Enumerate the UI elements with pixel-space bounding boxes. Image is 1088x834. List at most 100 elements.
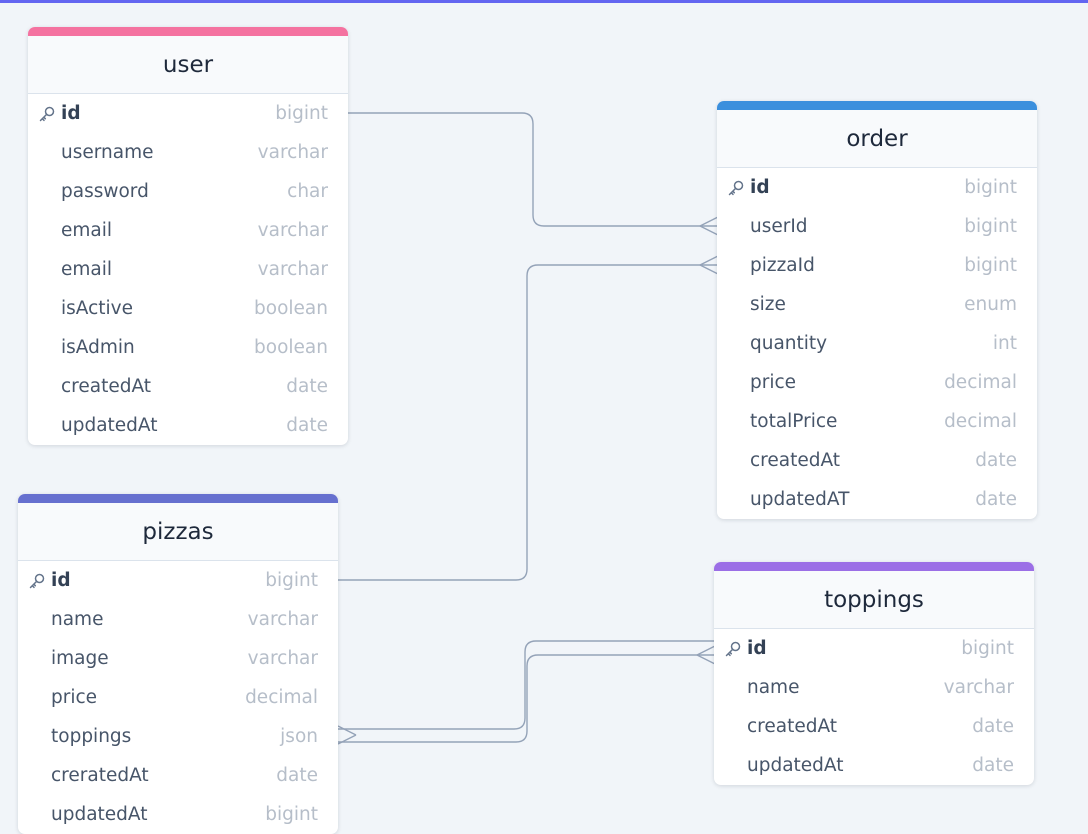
column-type: bigint xyxy=(275,103,328,124)
column-row-toppings-name[interactable]: name varchar xyxy=(714,668,1034,707)
column-type: date xyxy=(972,755,1014,776)
column-row-toppings-updatedat[interactable]: updatedAt date xyxy=(714,746,1034,785)
column-name: price xyxy=(51,687,98,708)
column-name: name xyxy=(747,677,800,698)
column-type: decimal xyxy=(944,411,1017,432)
column-type: bigint xyxy=(964,177,1017,198)
column-type: varchar xyxy=(257,142,328,163)
column-name: id xyxy=(750,177,770,198)
column-row-pizzas-updatedat[interactable]: updatedAt bigint xyxy=(18,795,338,834)
column-row-user-email[interactable]: email varchar xyxy=(28,211,348,250)
key-icon xyxy=(727,179,745,197)
column-type: bigint xyxy=(265,570,318,591)
column-type: varchar xyxy=(943,677,1014,698)
column-type: varchar xyxy=(257,259,328,280)
column-row-toppings-createdat[interactable]: createdAt date xyxy=(714,707,1034,746)
key-icon xyxy=(38,105,56,123)
column-name: email xyxy=(61,220,113,241)
relation-line-toppings-pizzas-b xyxy=(338,654,715,743)
table-accent-bar xyxy=(717,101,1037,110)
column-type: date xyxy=(286,415,328,436)
column-row-order-id[interactable]: id bigint xyxy=(717,168,1037,207)
table-accent-bar xyxy=(18,494,338,503)
column-name: updatedAT xyxy=(750,489,850,510)
column-row-order-totalprice[interactable]: totalPrice decimal xyxy=(717,402,1037,441)
table-title[interactable]: order xyxy=(717,110,1037,168)
column-name: createdAt xyxy=(747,716,838,737)
column-type: date xyxy=(975,450,1017,471)
column-type: char xyxy=(287,181,328,202)
column-type: varchar xyxy=(247,609,318,630)
column-type: bigint xyxy=(964,255,1017,276)
column-name: isActive xyxy=(61,298,134,319)
column-row-order-price[interactable]: price decimal xyxy=(717,363,1037,402)
crow-foot-toppings-id xyxy=(696,645,716,665)
column-type: bigint xyxy=(265,804,318,825)
column-name: createdAt xyxy=(61,376,152,397)
table-title[interactable]: user xyxy=(28,36,348,94)
column-type: date xyxy=(276,765,318,786)
crow-foot-order-pizzaid xyxy=(699,255,719,275)
crow-foot-order-userid xyxy=(699,216,719,236)
column-type: decimal xyxy=(245,687,318,708)
column-name: createdAt xyxy=(750,450,841,471)
table-title[interactable]: pizzas xyxy=(18,503,338,561)
column-name: isAdmin xyxy=(61,337,135,358)
column-name: creratedAt xyxy=(51,765,149,786)
column-name: id xyxy=(747,638,767,659)
column-type: int xyxy=(992,333,1017,354)
column-name: id xyxy=(51,570,71,591)
table-accent-bar xyxy=(28,27,348,36)
key-icon xyxy=(28,572,46,590)
column-row-pizzas-id[interactable]: id bigint xyxy=(18,561,338,600)
table-title[interactable]: toppings xyxy=(714,571,1034,629)
column-row-order-quantity[interactable]: quantity int xyxy=(717,324,1037,363)
table-accent-bar xyxy=(714,562,1034,571)
column-row-pizzas-price[interactable]: price decimal xyxy=(18,678,338,717)
column-row-user-createdat[interactable]: createdAt date xyxy=(28,367,348,406)
column-row-user-password[interactable]: password char xyxy=(28,172,348,211)
column-type: varchar xyxy=(247,648,318,669)
key-icon xyxy=(724,640,742,658)
column-type: date xyxy=(975,489,1017,510)
column-name: price xyxy=(750,372,797,393)
crow-foot-pizzas-toppings xyxy=(337,725,357,745)
column-row-order-updatedat[interactable]: updatedAT date xyxy=(717,480,1037,519)
top-accent-bar xyxy=(0,0,1088,3)
relation-line-pizzas-order xyxy=(338,264,718,581)
column-type: varchar xyxy=(257,220,328,241)
column-row-pizzas-creratedat[interactable]: creratedAt date xyxy=(18,756,338,795)
column-name: userId xyxy=(750,216,808,237)
column-name: password xyxy=(61,181,149,202)
column-type: date xyxy=(286,376,328,397)
column-name: updatedAt xyxy=(747,755,844,776)
column-name: quantity xyxy=(750,333,828,354)
column-type: decimal xyxy=(944,372,1017,393)
column-row-user-email[interactable]: email varchar xyxy=(28,250,348,289)
column-type: date xyxy=(972,716,1014,737)
relation-line-toppings-pizzas-a xyxy=(338,640,715,730)
column-name: updatedAt xyxy=(51,804,148,825)
column-row-order-createdat[interactable]: createdAt date xyxy=(717,441,1037,480)
column-name: email xyxy=(61,259,113,280)
column-name: totalPrice xyxy=(750,411,838,432)
